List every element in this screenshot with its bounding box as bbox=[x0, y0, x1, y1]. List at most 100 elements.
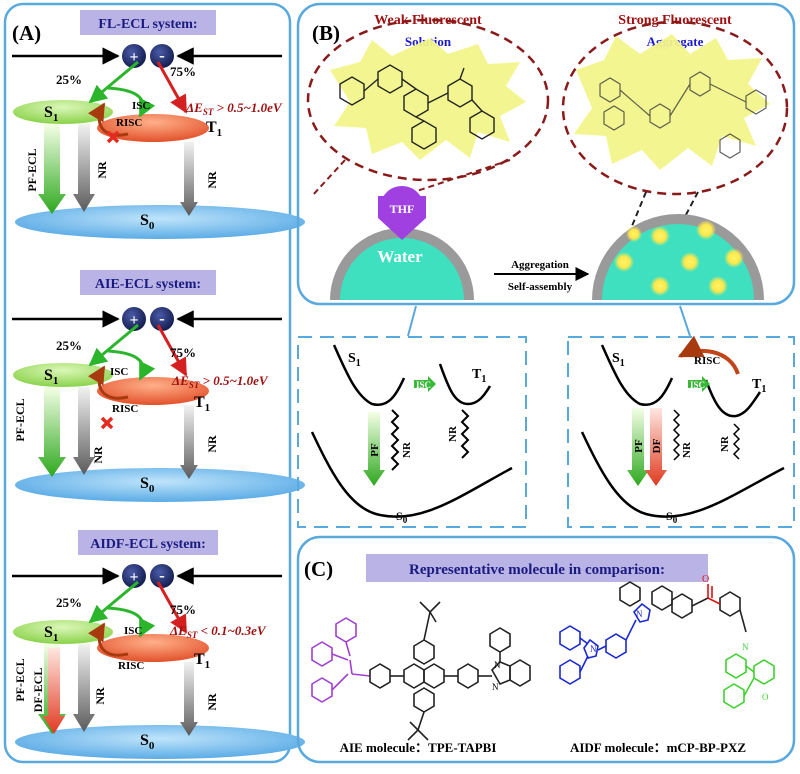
s1-label: S1 bbox=[44, 367, 58, 387]
risc-label: RISC bbox=[118, 660, 144, 672]
aggregate-droplet bbox=[592, 214, 764, 300]
s0-label: S0 bbox=[666, 509, 678, 525]
nr-wavy-arrow bbox=[672, 409, 681, 461]
water-droplet: Water bbox=[330, 228, 474, 300]
s1-label: S1 bbox=[348, 351, 361, 369]
gap-energy: ΔEST > 0.5~1.0eV bbox=[171, 373, 269, 390]
solution-bubble bbox=[306, 18, 550, 201]
df-label: DF bbox=[651, 438, 663, 453]
s1-label: S1 bbox=[44, 624, 58, 644]
s0-label: S0 bbox=[140, 732, 155, 752]
pf-label: PF bbox=[633, 439, 645, 453]
nitrogen-atom: N bbox=[492, 682, 499, 692]
aggregate-energy-diagram: S1 T1 S0 ISC RISC PF DF NR NR bbox=[567, 335, 795, 528]
s1-label: S1 bbox=[44, 104, 58, 124]
isc-arrow bbox=[688, 376, 710, 392]
pf-arrow bbox=[627, 408, 649, 486]
nr-wavy-arrow bbox=[460, 409, 470, 459]
nr-wavy-arrow bbox=[732, 423, 741, 460]
oxygen-atom: O bbox=[762, 692, 769, 702]
minus-sign: - bbox=[159, 566, 165, 585]
pct-singlet: 25% bbox=[56, 338, 82, 353]
df-arrow bbox=[43, 648, 65, 734]
connector-line bbox=[407, 305, 417, 337]
pf-arrow bbox=[363, 412, 385, 486]
panel-b-frame bbox=[296, 2, 796, 306]
nr-label: NR bbox=[681, 441, 693, 458]
system-title-box bbox=[80, 10, 216, 35]
minus-sign: - bbox=[159, 46, 165, 65]
weak-fluorescent-label: Weak Fluorescent bbox=[374, 13, 482, 28]
panel-a-frame bbox=[3, 2, 292, 764]
plus-sign: + bbox=[129, 312, 138, 329]
aggregation-label: Aggregation bbox=[511, 259, 569, 271]
nitrogen-atom: N bbox=[590, 644, 597, 654]
water-label: Water bbox=[377, 247, 423, 266]
blocked-risc-cross-icon bbox=[100, 416, 114, 430]
pf-label: PF bbox=[369, 443, 381, 457]
aggregated-molecules-icon bbox=[599, 71, 767, 159]
system-title: AIE-ECL system: bbox=[95, 277, 201, 292]
nr-label: NR bbox=[205, 171, 219, 189]
pct-singlet: 25% bbox=[56, 595, 82, 610]
molecule-structure-icon bbox=[339, 64, 495, 150]
gap-energy: ΔEST < 0.1~0.3eV bbox=[169, 623, 267, 640]
isc-label: ISC bbox=[132, 100, 150, 112]
oxygen-atom: O bbox=[702, 574, 709, 585]
risc-arrow bbox=[677, 335, 740, 375]
panel-b-label: (B) bbox=[312, 21, 340, 45]
s0-label: S0 bbox=[140, 475, 155, 495]
mcp-bp-pxz-structure: N N O N O bbox=[559, 574, 775, 709]
nr-label: NR bbox=[719, 435, 731, 452]
t1-label: T1 bbox=[206, 119, 222, 139]
nr-label: NR bbox=[401, 441, 413, 458]
isc-label: ISC bbox=[690, 380, 705, 390]
nr-label: NR bbox=[205, 435, 219, 453]
isc-arrow bbox=[414, 376, 436, 392]
t1-label: T1 bbox=[194, 394, 210, 414]
blocked-risc-cross-icon bbox=[106, 130, 120, 144]
t1-label: T1 bbox=[752, 377, 766, 395]
s0-label: S0 bbox=[396, 509, 408, 525]
risc-label: RISC bbox=[116, 117, 142, 129]
nr-label: NR bbox=[91, 446, 105, 464]
system-title: FL-ECL system: bbox=[98, 17, 197, 32]
nitrogen-atom: N bbox=[494, 660, 501, 670]
gap-energy: ΔEST > 0.5~1.0eV bbox=[185, 100, 283, 117]
system-title-box bbox=[78, 530, 218, 555]
nr-label: NR bbox=[205, 693, 219, 711]
system-title: AIDF-ECL system: bbox=[90, 537, 206, 552]
pf-ecl-label: PF-ECL bbox=[25, 148, 39, 191]
panel-c-label: (C) bbox=[304, 557, 333, 581]
nr-label: NR bbox=[95, 161, 109, 179]
pf-ecl-label: PF-ECL bbox=[13, 398, 27, 441]
self-assembly-label: Self-assembly bbox=[508, 281, 573, 293]
plus-sign: + bbox=[129, 49, 138, 66]
thf-label: THF bbox=[390, 202, 415, 216]
isc-label: ISC bbox=[110, 366, 128, 378]
s1-label: S1 bbox=[612, 351, 625, 369]
panel-c-title-box bbox=[366, 554, 708, 582]
aidf-molecule-caption: AIDF molecule：mCP-BP-PXZ bbox=[570, 740, 746, 755]
strong-fluorescent-label: Strong Fluorescent bbox=[618, 13, 732, 28]
risc-label: RISC bbox=[112, 403, 138, 415]
t1-label: T1 bbox=[194, 651, 210, 671]
plus-sign: + bbox=[129, 569, 138, 586]
tpe-tapbi-structure: N N bbox=[311, 601, 531, 741]
system-title-box bbox=[80, 270, 216, 295]
nr-wavy-arrow bbox=[390, 409, 400, 471]
df-ecl-label: DF-ECL bbox=[31, 668, 45, 713]
nr-label: NR bbox=[93, 687, 107, 705]
connector-line bbox=[679, 305, 691, 337]
solution-energy-diagram: S1 T1 S0 ISC PF NR NR bbox=[297, 336, 527, 528]
fl-ecl-system: FL-ECL system: + - 25% 75% ΔEST > 0.5~1.… bbox=[12, 10, 305, 239]
s0-label: S0 bbox=[140, 212, 155, 232]
minus-sign: - bbox=[159, 309, 165, 328]
nitrogen-atom: N bbox=[742, 642, 749, 652]
thf-drop: THF bbox=[378, 186, 426, 240]
pf-ecl-label: PF-ECL bbox=[13, 658, 27, 701]
isc-label: ISC bbox=[124, 625, 142, 637]
aidf-ecl-system: AIDF-ECL system: + - 25% 75% ΔEST < 0.1~… bbox=[12, 530, 305, 759]
aggregate-dots bbox=[614, 220, 744, 296]
